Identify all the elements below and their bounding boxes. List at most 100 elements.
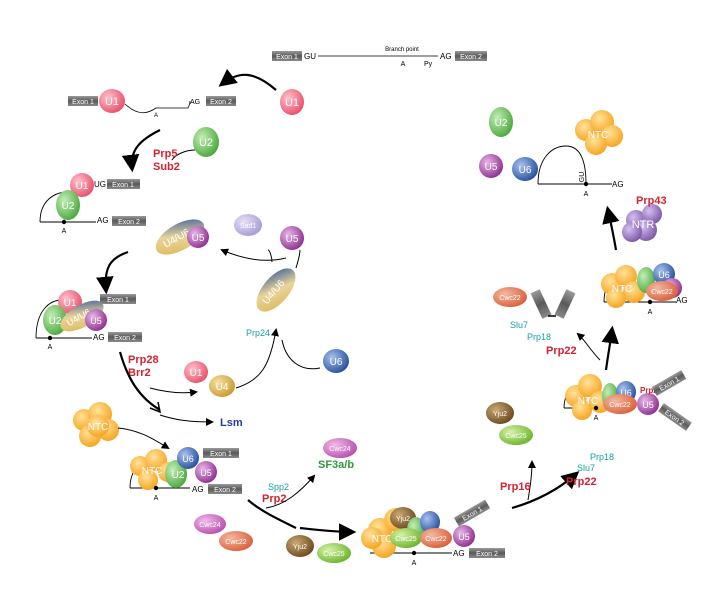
u1-label: U1 [285, 97, 299, 109]
u5-snrnp [637, 393, 659, 415]
py-label: Py [424, 61, 433, 68]
branch-a-label: A [154, 113, 158, 119]
yju2-label: Yju2 [396, 516, 410, 523]
branch-a-label: A [154, 495, 159, 502]
u2-label: U2 [199, 137, 213, 149]
u6-label: U6 [182, 454, 194, 464]
branch-a-label: A [62, 228, 67, 235]
prp43-step: NTR Prp43 [602, 195, 667, 251]
u5-snrnp [187, 226, 209, 248]
cwc24-label: Cwc24 [199, 522, 221, 529]
prp43-label: Prp43 [636, 195, 667, 207]
ag-label: AG [676, 296, 688, 305]
ag-label: AG [612, 180, 624, 189]
branch-point-label: Branch point [385, 47, 419, 53]
u1-snrnp-free [184, 361, 208, 383]
cwc22-label: Cwc22 [425, 536, 447, 543]
cwc24-label: Cwc24 [329, 446, 351, 453]
yju2-protein-free [486, 402, 514, 424]
complex-bact: NTC U2 U6 U5 A Exon 1 AG Exon 2 [129, 447, 242, 502]
prp18-label: Prp18 [527, 332, 551, 342]
u5-snrnp-released [479, 154, 503, 178]
branch-a-label: A [48, 344, 53, 351]
u2-snrnp [56, 190, 80, 220]
ntc-label: NTC [612, 284, 633, 295]
cwc25-label: Cwc25 [323, 551, 345, 558]
u2-label: U2 [49, 316, 62, 327]
cwc22-label: Cwc22 [225, 539, 247, 546]
u2-addition-step: U2 Prp5 Sub2 [121, 127, 219, 173]
branch-a-label: A [401, 61, 406, 68]
complex-c-star: NTC U6 Cwc22 U5 Prp22 Exon 1 Exon 2 A [563, 370, 692, 431]
cwc22-protein [219, 531, 253, 551]
ag-label: AG [97, 216, 109, 225]
u1-snrnp [99, 89, 125, 113]
cwc25-label: Cwc25 [395, 536, 417, 543]
u6-label: U6 [620, 388, 632, 398]
u4-u6-snrnp-recycled [256, 268, 296, 312]
brr2-label: Brr2 [128, 367, 151, 379]
u1-label: U1 [76, 181, 89, 192]
u6-label: U6 [658, 270, 670, 280]
prp22-label: Prp22 [566, 476, 597, 488]
exon2-label: Exon 2 [460, 54, 482, 61]
gu-label: GU [579, 172, 586, 183]
slu7-label: Slu7 [510, 320, 528, 330]
cwc22-label: Cwc22 [499, 295, 521, 302]
cwc22-protein [603, 394, 637, 414]
ntc-label: NTC [578, 396, 599, 407]
u2-snrnp [165, 460, 187, 488]
u6-snrnp-free [323, 349, 349, 373]
u5-snrnp-free [280, 226, 304, 250]
branch-a-label: A [412, 560, 417, 567]
u4-label: U4 [216, 382, 229, 393]
release-step: Cwc22 Slu7 Prp18 Prp22 [493, 287, 619, 371]
sub2-label: Sub2 [153, 161, 180, 173]
exon1-label: Exon 1 [107, 297, 129, 304]
prp28-label: Prp28 [128, 354, 159, 366]
u2-label: U2 [172, 470, 185, 481]
u4-u6-snrnp [60, 300, 104, 332]
ntc-complex-released: NTC [575, 110, 623, 155]
prp22-label: Prp22 [546, 345, 577, 357]
prp18-label: Prp18 [590, 452, 614, 462]
exon2-label: Exon 2 [476, 551, 498, 558]
u1-snrnp [70, 173, 94, 197]
ag-label: AG [93, 333, 105, 342]
u5-label: U5 [642, 400, 654, 410]
lsm-label: Lsm [220, 417, 243, 429]
prp24-label: Prp24 [246, 328, 270, 338]
ntc-label: NTC [588, 130, 609, 141]
exon1-label: Exon 1 [112, 182, 134, 189]
u1-label: U1 [190, 368, 203, 379]
u2-label: U2 [495, 118, 508, 129]
exon1-label: Exon 1 [210, 451, 232, 458]
cwc24-protein-free [323, 438, 357, 458]
ntr-complex: NTR [622, 204, 662, 242]
cwc22-protein [420, 528, 452, 548]
sad1-protein [234, 214, 262, 236]
cwc25-label: Cwc25 [505, 433, 527, 440]
u4-snrnp-free [209, 375, 235, 397]
complex-ils: NTC U6 Cwc22 AG A [601, 263, 688, 316]
u5-label: U5 [485, 162, 498, 173]
cwc22-label: Cwc22 [609, 402, 631, 409]
ag-label: AG [440, 52, 452, 61]
yju2-protein [286, 535, 314, 557]
u6-snrnp [420, 511, 440, 533]
prp22-label: Prp22 [640, 386, 663, 395]
u5-label: U5 [458, 532, 470, 542]
sf3ab-label: SF3a/b [318, 459, 354, 471]
u5-label: U5 [90, 316, 102, 326]
complex-a: U1 U2 A UG Exon 1 AG Exon 2 [39, 173, 146, 235]
prp16-step: Prp16 Yju2 Cwc25 Prp18 Slu7 Prp22 [486, 402, 614, 510]
mature-mrna-exons [530, 289, 576, 319]
complex-b: U1 U2 U4/U6 U5 A Exon 1 AG Exon 2 [35, 290, 142, 351]
u2-snrnp-released [489, 107, 513, 137]
exon1-label: Exon 1 [72, 99, 94, 106]
u1-label: U1 [105, 96, 119, 108]
u2-label: U2 [62, 201, 75, 212]
u1-snrnp-free [280, 89, 304, 115]
u6-label: U6 [519, 165, 532, 176]
